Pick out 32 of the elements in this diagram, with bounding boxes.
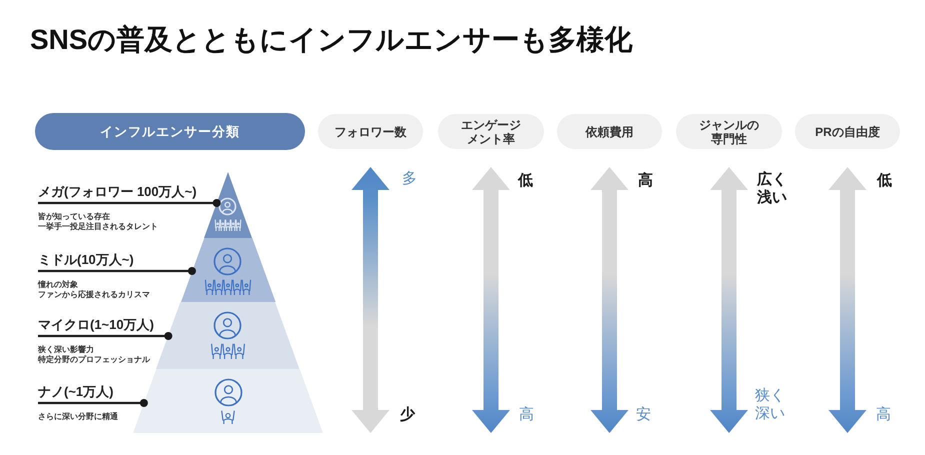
leader-line bbox=[38, 399, 148, 407]
column-header: 依頼費用 bbox=[557, 114, 662, 149]
leader-line bbox=[38, 199, 221, 207]
scale-label: 少 bbox=[400, 406, 415, 424]
column-header: フォロワー数 bbox=[318, 114, 423, 149]
scale-label: 安 bbox=[636, 406, 651, 424]
column-header: PRの自由度 bbox=[795, 114, 900, 149]
scale-label: 低 bbox=[877, 172, 892, 190]
category-label: ナノ(~1万人) bbox=[38, 384, 114, 399]
category-description: 特定分野のプロフェッショナル bbox=[38, 355, 150, 365]
category-label: ミドル(10万人~) bbox=[38, 252, 134, 267]
leader-line bbox=[38, 332, 172, 340]
category-description: 皆が知っている存在 bbox=[38, 212, 110, 222]
column-header: ジャンルの専門性 bbox=[676, 114, 782, 149]
heading-pill: インフルエンサー分類 bbox=[35, 113, 305, 150]
category-label: メガ(フォロワー 100万人~) bbox=[38, 184, 197, 199]
column-header: エンゲージメント率 bbox=[438, 114, 544, 149]
title: SNSの普及とともにインフルエンサーも多様化 bbox=[30, 23, 633, 57]
scale-label: 広く浅い bbox=[757, 171, 788, 207]
scale-label: 低 bbox=[518, 172, 533, 190]
leader-line bbox=[38, 267, 196, 275]
category-description: ファンから応援されるカリスマ bbox=[38, 290, 150, 300]
category-description: 憧れの対象 bbox=[38, 280, 78, 290]
scale-label: 狭く深い bbox=[755, 387, 786, 423]
scale-label: 高 bbox=[519, 406, 534, 424]
category-description: 狭く深い影響力 bbox=[38, 345, 94, 355]
category-label: マイクロ(1~10万人) bbox=[38, 317, 154, 332]
category-description: 一挙手一投足注目されるタレント bbox=[38, 222, 158, 232]
category-description: さらに深い分野に精通 bbox=[38, 412, 118, 422]
scale-label: 多 bbox=[402, 170, 417, 188]
scale-label: 高 bbox=[876, 406, 891, 424]
scale-label: 高 bbox=[638, 172, 653, 190]
